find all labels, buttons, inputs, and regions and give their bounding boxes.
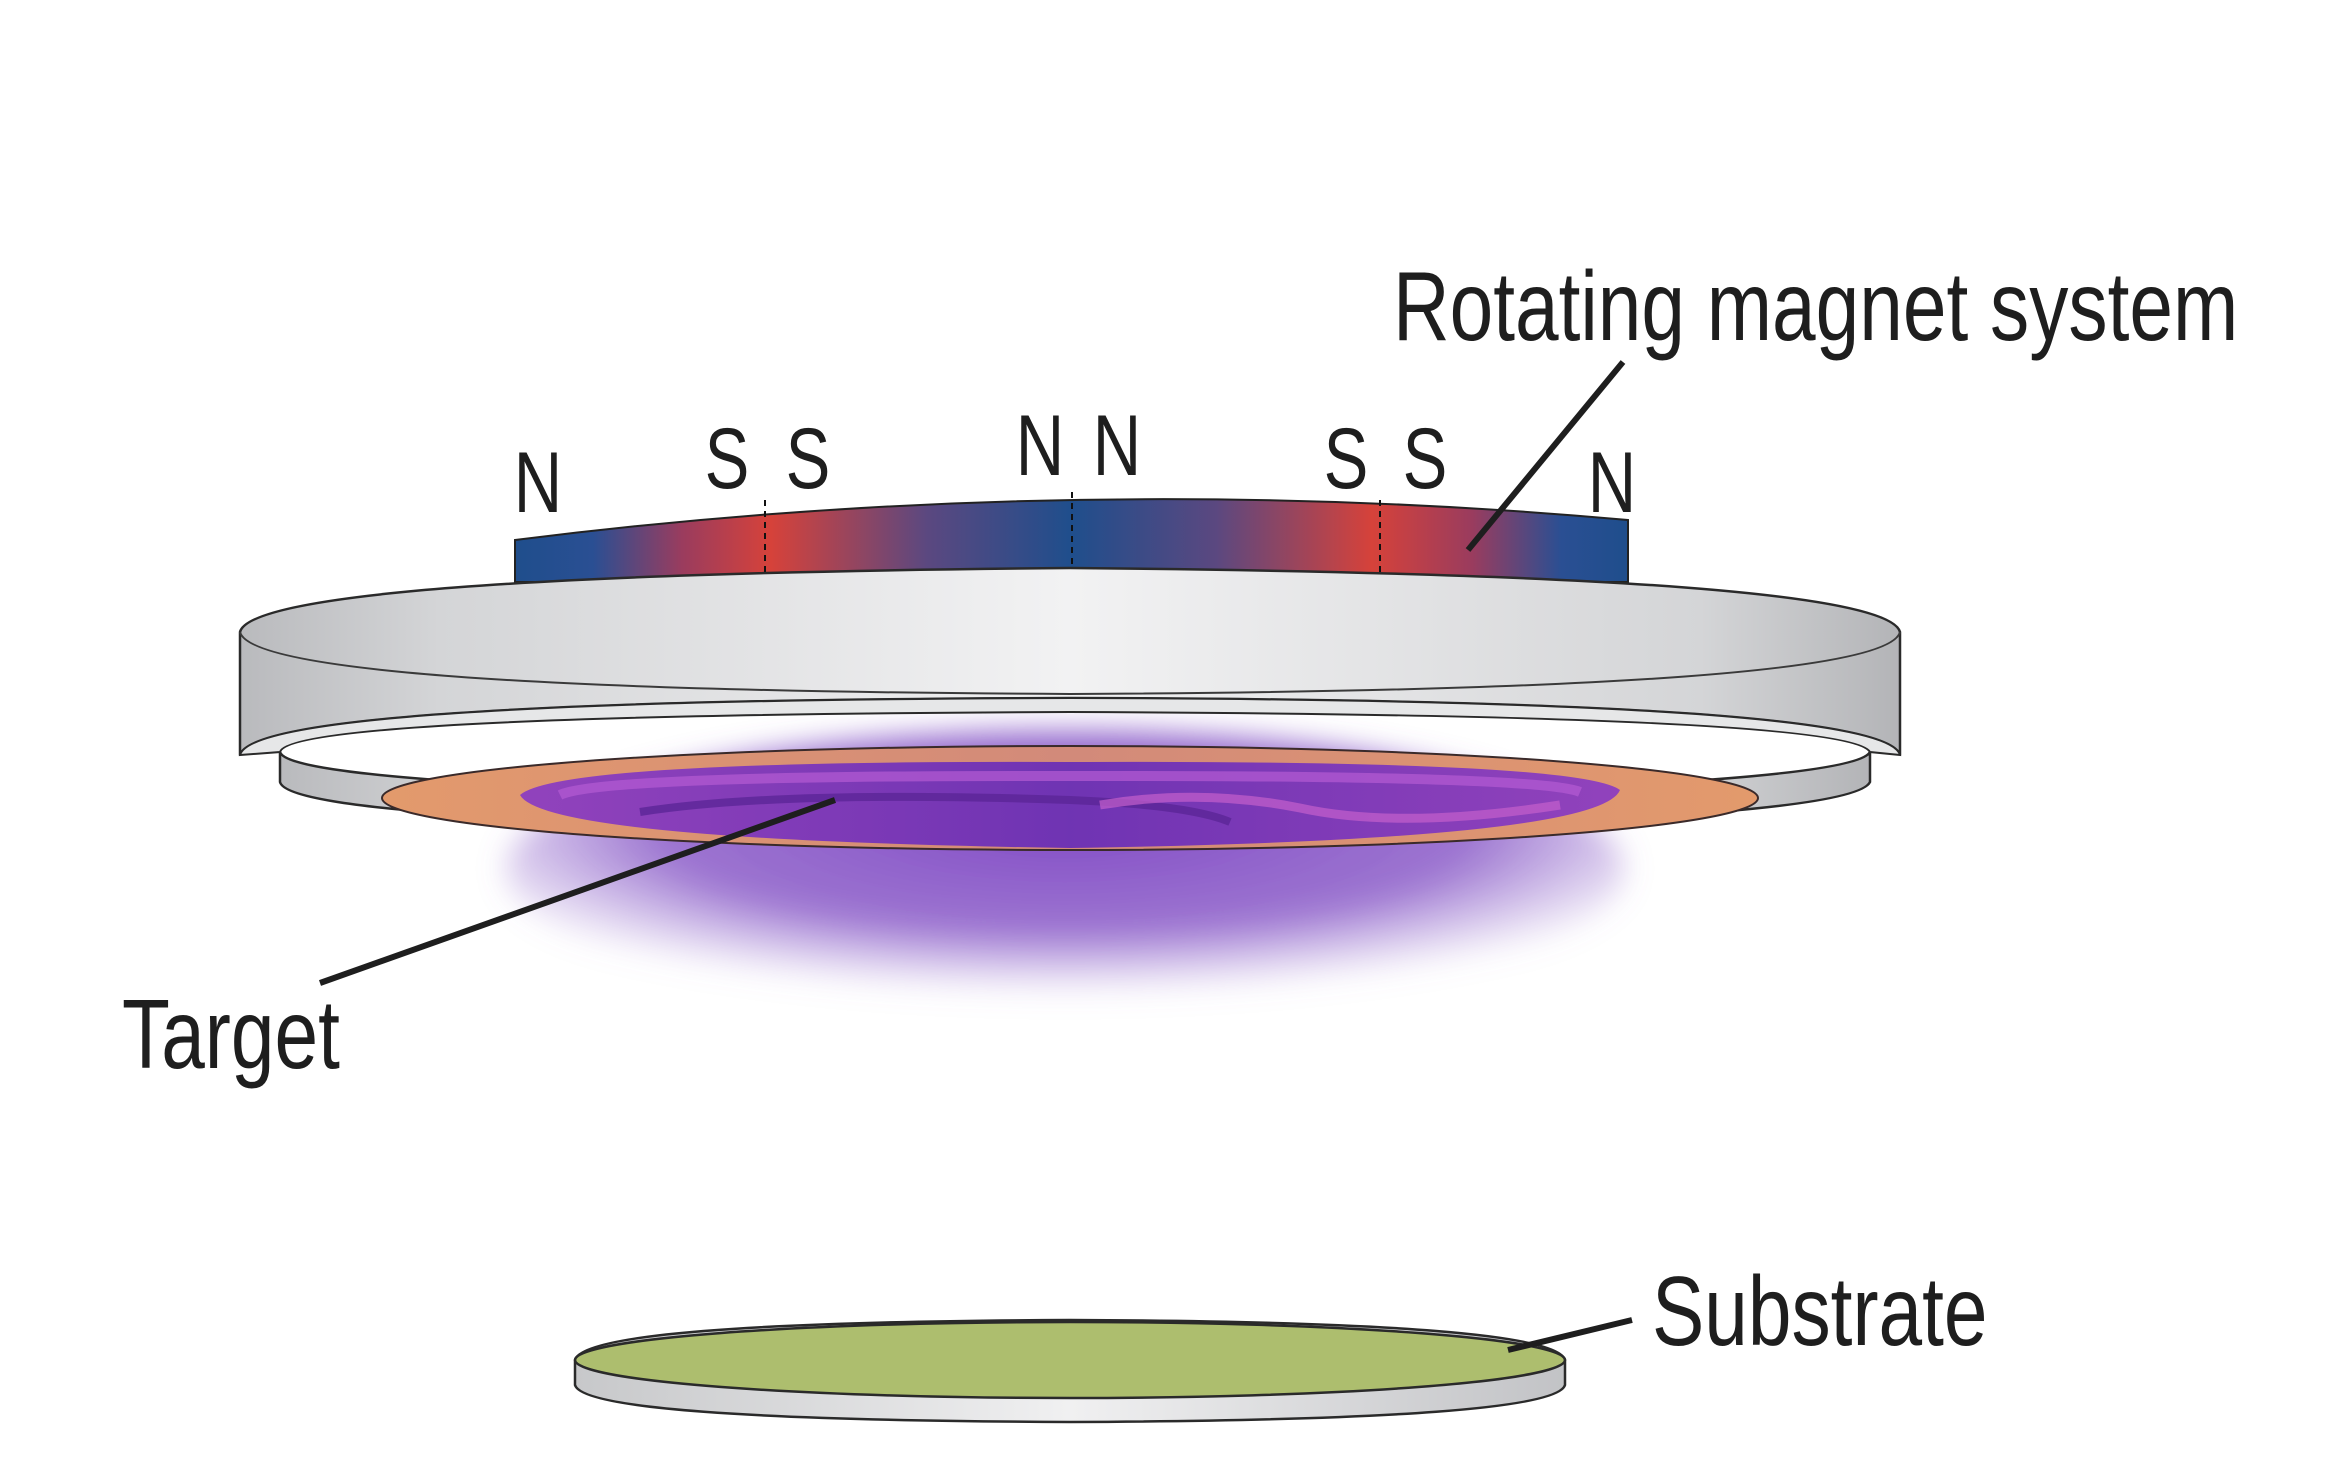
- magnet-leader-line: [1465, 360, 1626, 552]
- target-leader-line: [318, 797, 837, 986]
- magnet-label: Rotating magnet system: [1393, 252, 2238, 361]
- substrate-label: Substrate: [1652, 1257, 1988, 1366]
- pole-label: N: [1588, 435, 1636, 531]
- target-disc: [381, 745, 1759, 851]
- pole-label: N: [1093, 398, 1141, 494]
- substrate-leader-line: [1507, 1317, 1633, 1353]
- pole-label: S: [705, 411, 750, 507]
- pole-label: N: [1016, 398, 1064, 494]
- rotating-magnet-system: [514, 492, 1629, 583]
- substrate-disc: [573, 1318, 1567, 1424]
- pole-label: S: [1324, 411, 1369, 507]
- target-label: Target: [122, 980, 340, 1089]
- pole-labels: N S S N N S S N: [514, 398, 1636, 531]
- pole-label: N: [514, 435, 562, 531]
- pole-label: S: [1403, 411, 1448, 507]
- erosion-track: [520, 761, 1620, 848]
- pole-label: S: [786, 411, 831, 507]
